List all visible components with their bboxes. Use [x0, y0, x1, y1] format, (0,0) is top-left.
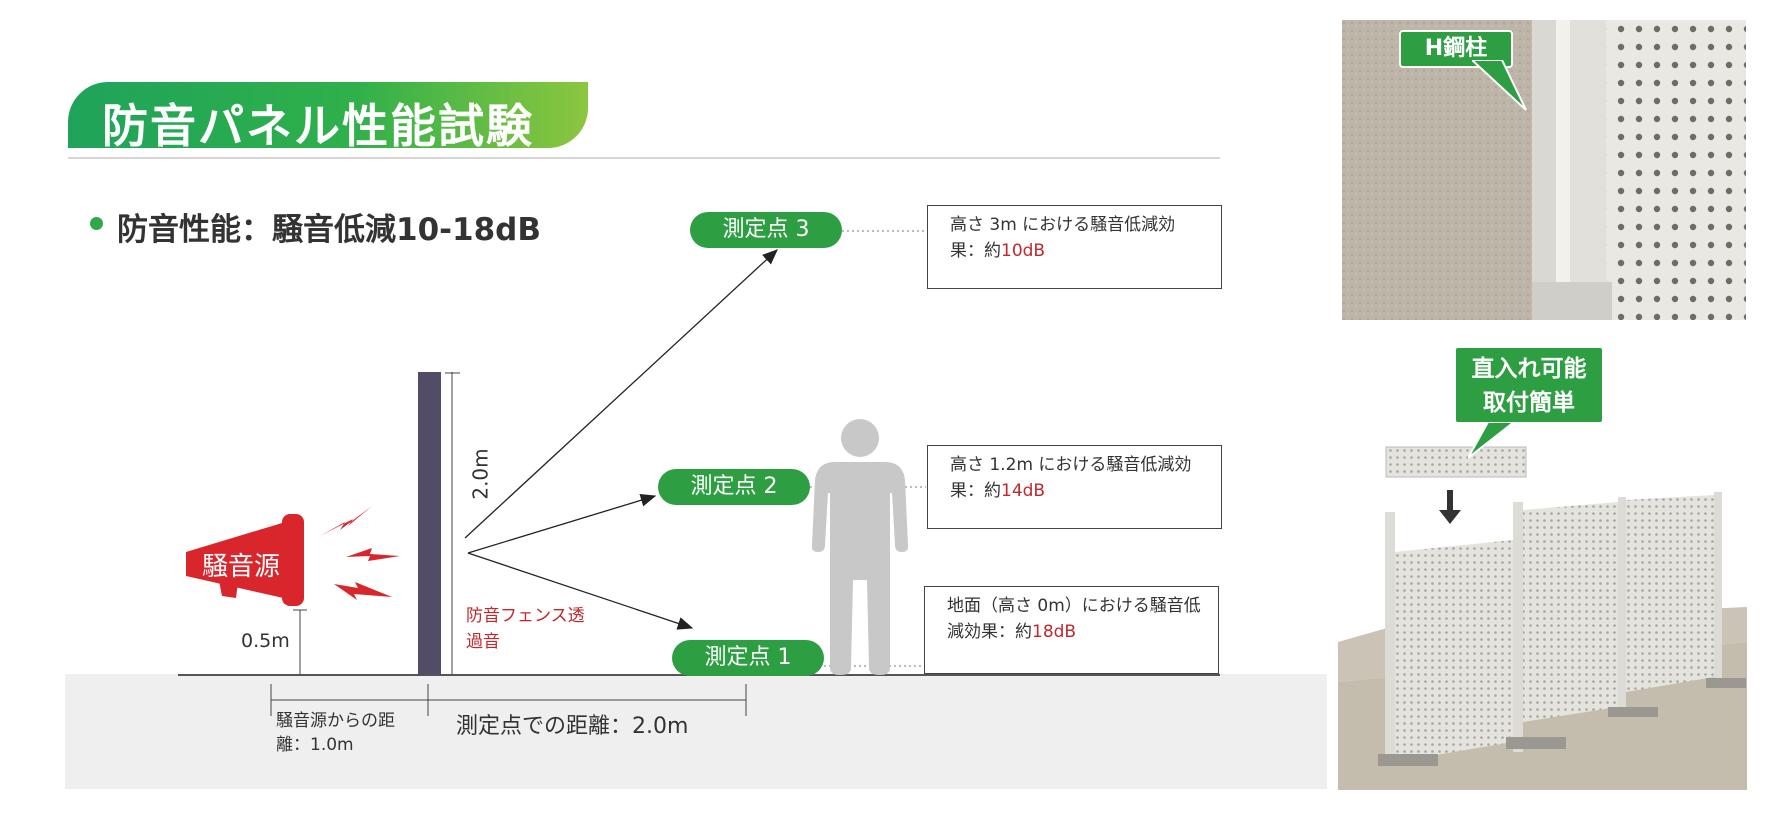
- measure-point-2: 測定点 2: [658, 469, 810, 505]
- h-steel-column-photo: H鋼柱: [1342, 20, 1746, 320]
- title-banner: [68, 82, 588, 148]
- distance-measure-label: 測定点での距離：2.0m: [456, 714, 689, 739]
- bullet-dot-icon: [90, 217, 103, 230]
- sound-wave-icon: [320, 506, 372, 536]
- h-steel-callout: H鋼柱: [1399, 30, 1513, 68]
- sound-ray-2: [467, 493, 657, 554]
- measure-point-3: 測定点 3: [690, 212, 842, 248]
- soundproof-fence: [418, 372, 441, 675]
- title-divider: [68, 157, 1220, 159]
- info-box-point-1: 地面（高さ 0m）における騒音低 減効果：約18dB: [924, 586, 1219, 674]
- easy-install-callout: 直入れ可能 取付簡単: [1454, 346, 1604, 424]
- transmission-label: 防音フェンス透 過音: [466, 606, 585, 652]
- noise-source-label: 騒音源: [202, 552, 281, 582]
- fence-height-label: 2.0m: [468, 448, 493, 500]
- callout-pointer-icon: [1472, 60, 1527, 111]
- person-icon: [811, 419, 909, 675]
- info-box-point-3: 高さ 3m における騒音低減効 果：約10dB: [927, 205, 1222, 289]
- reduction-value-2: 14dB: [1001, 481, 1046, 501]
- reduction-value-1: 18dB: [1032, 622, 1077, 642]
- page-title: 防音パネル性能試験: [102, 99, 534, 153]
- reduction-value-3: 10dB: [1001, 241, 1046, 261]
- measure-point-1: 測定点 1: [672, 640, 824, 676]
- h-steel-column-image: [1342, 20, 1746, 320]
- sound-wave-icon-2: [346, 548, 400, 561]
- callout-pointer-icon-2: [1468, 422, 1516, 459]
- distance-source-label: 騒音源からの距 離：1.0m: [276, 711, 395, 755]
- info-box-point-2: 高さ 1.2m における騒音低減効 果：約14dB: [927, 445, 1222, 529]
- sound-wave-icon-3: [334, 582, 392, 600]
- source-height-label: 0.5m: [241, 630, 290, 652]
- fence-panels-photo: 直入れ可能 取付簡単: [1338, 342, 1747, 790]
- performance-summary: 防音性能：騒音低減10-18dB: [117, 212, 541, 248]
- ground-area: [65, 674, 1327, 789]
